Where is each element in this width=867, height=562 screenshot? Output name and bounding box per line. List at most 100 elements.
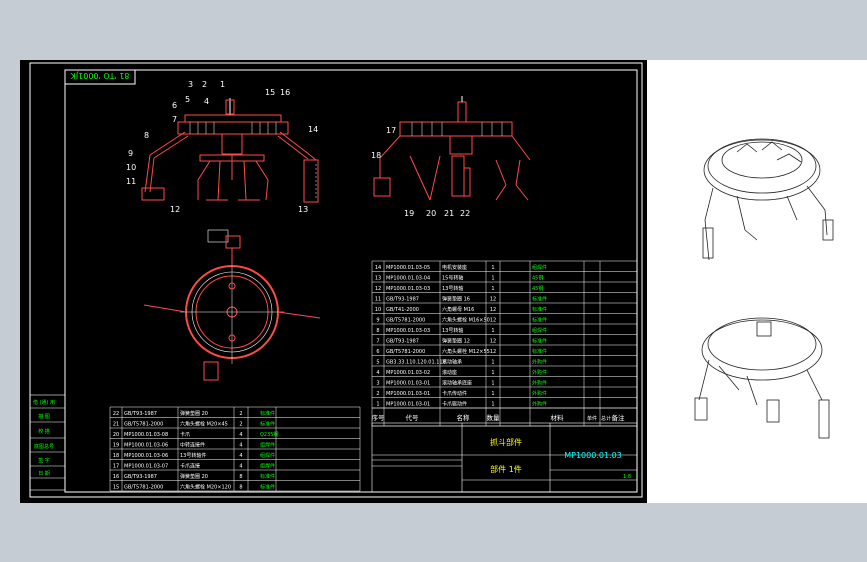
outer-frame — [29, 62, 643, 498]
balloon-label: 9 — [128, 149, 133, 158]
top-label-box — [64, 69, 136, 85]
bom-cell: 标准件 — [260, 421, 275, 428]
balloon-label: 11 — [126, 177, 136, 186]
bom-cell: 4 — [239, 443, 242, 449]
left-stamp: 借 (通) 用 描 图 校 描 底图总号 签 字 日 期 — [29, 394, 66, 491]
bom-cell: 1 — [491, 286, 494, 292]
bom-cell: 8 — [376, 328, 379, 334]
bom-cell: MP1000.01.03-01 — [386, 391, 430, 397]
side-view — [373, 96, 531, 201]
bom-cell: 1 — [491, 265, 494, 271]
bom-cell: MP1000.01.03-06 — [124, 453, 168, 459]
bom-cell: 10 — [375, 307, 381, 313]
bom-cell: 中转连接件 — [180, 442, 205, 449]
bom-cell: MP1000.01.03-08 — [124, 432, 168, 438]
bom-cell: 8 — [239, 485, 242, 491]
bom-cell: 组焊件 — [260, 452, 275, 459]
bom-cell: GB/T5781-2000 — [124, 422, 163, 428]
bom-cell: 六角头螺栓 M16×50 — [442, 317, 490, 324]
bom-header-cell: 代号 — [406, 413, 420, 422]
balloon-label: 2 — [202, 80, 207, 89]
bom-cell: 3 — [376, 381, 379, 387]
bom-cell: 六角头螺栓 M12×55 — [442, 348, 490, 355]
bom-cell: 标准件 — [532, 338, 547, 345]
drawing-scale: 1:8 — [623, 474, 631, 480]
bom-cell: 14 — [375, 265, 381, 271]
bom-cell: 4 — [376, 370, 379, 376]
bom-cell: 滚动座 — [442, 369, 457, 376]
bom-header-cell: 单件 — [587, 415, 597, 422]
bom-cell: 22 — [113, 411, 119, 417]
bom-cell: 45钢 — [532, 285, 543, 292]
bom-cell: 4 — [239, 432, 242, 438]
bom-cell: GB/T41-2000 — [386, 307, 419, 313]
bom-cell: 卡爪驱动件 — [442, 401, 467, 408]
bom-cell: 12 — [490, 307, 496, 313]
balloon-label: 21 — [444, 209, 454, 218]
bom-cell: MP1000.01.03-07 — [124, 464, 168, 470]
bom-cell: 外购件 — [532, 359, 547, 366]
bom-cell: 外购件 — [532, 390, 547, 397]
front-view — [141, 98, 319, 203]
inner-frame — [64, 69, 638, 493]
bom-cell: 电机安装座 — [442, 264, 467, 271]
bom-cell: 1 — [491, 402, 494, 408]
bom-header-cell: 材料 — [551, 413, 565, 422]
balloon-label: 15 — [265, 88, 275, 97]
bom-cell: 13 — [375, 276, 381, 282]
bom-cell: 卡爪传动件 — [442, 390, 467, 397]
bom-cell: MP1000.01.03-04 — [386, 276, 430, 282]
stamp-label: 底图总号 — [34, 443, 54, 450]
bom-cell: 弹簧垫圈 16 — [442, 296, 470, 303]
bom-cell: 21 — [113, 422, 119, 428]
bom-cell: MP1000.01.03-02 — [386, 370, 430, 376]
bom-cell: 弹簧垫圈 20 — [180, 410, 208, 417]
bom-cell: GB/T93-1987 — [124, 411, 157, 417]
balloon-label: 10 — [126, 163, 136, 172]
bom-cell: 8 — [239, 474, 242, 480]
bom-cell: 15号转轴 — [442, 275, 463, 282]
bom-cell: 标准件 — [532, 348, 547, 355]
bom-cell: 组焊件 — [532, 264, 547, 271]
bom-cell: MP1000.01.03-01 — [386, 381, 430, 387]
bom-cell: 45钢 — [532, 275, 543, 282]
bom-cell: MP1000.01.03-03 — [386, 286, 430, 292]
bom-cell: 9 — [376, 318, 379, 324]
balloon-label: 5 — [185, 95, 190, 104]
drawing-sheet: 81 'TO '0001JK 借 (通) 用 描 图 校 描 底图总号 签 字 … — [20, 60, 647, 503]
bom-cell: 组焊件 — [260, 463, 275, 470]
bom-cell: 1 — [491, 328, 494, 334]
bom-cell: 13号转轴 — [442, 285, 463, 292]
bom-cell: 卡爪 — [180, 431, 190, 438]
bom-cell: 1 — [491, 360, 494, 366]
bom-cell: 组焊件 — [260, 442, 275, 449]
bom-cell: 外购件 — [532, 401, 547, 408]
bom-cell: 6 — [376, 349, 379, 355]
bom-cell: 1 — [491, 381, 494, 387]
bom-cell: 19 — [113, 443, 119, 449]
bom-cell: 12 — [490, 297, 496, 303]
bom-cell: 4 — [239, 464, 242, 470]
bom-header-cell: 序号 — [372, 413, 386, 422]
bom-cell: 12 — [375, 286, 381, 292]
balloon-label: 6 — [172, 101, 177, 110]
balloon-label: 17 — [386, 126, 396, 135]
balloon-label: 16 — [280, 88, 290, 97]
bom-cell: 1 — [491, 391, 494, 397]
bom-cell: GB/T93-1987 — [386, 297, 419, 303]
stamp-label: 借 (通) 用 — [33, 399, 55, 406]
bom-cell: 13号转轴 — [442, 327, 463, 334]
bom-cell: 六角螺母 M16 — [442, 306, 474, 313]
balloon-label: 3 — [188, 80, 193, 89]
top-label: 81 'TO '0001JK — [70, 71, 130, 80]
bom-cell: 7 — [376, 339, 379, 345]
bom-cell: 组焊件 — [532, 327, 547, 334]
stamp-label: 描 图 — [38, 413, 50, 420]
iso-upper-assembly — [702, 138, 834, 261]
bom-cell: 17 — [113, 464, 119, 470]
balloon-label: 7 — [172, 115, 177, 124]
bom-cell: 1 — [491, 276, 494, 282]
bom-cell: 标准件 — [532, 296, 547, 303]
